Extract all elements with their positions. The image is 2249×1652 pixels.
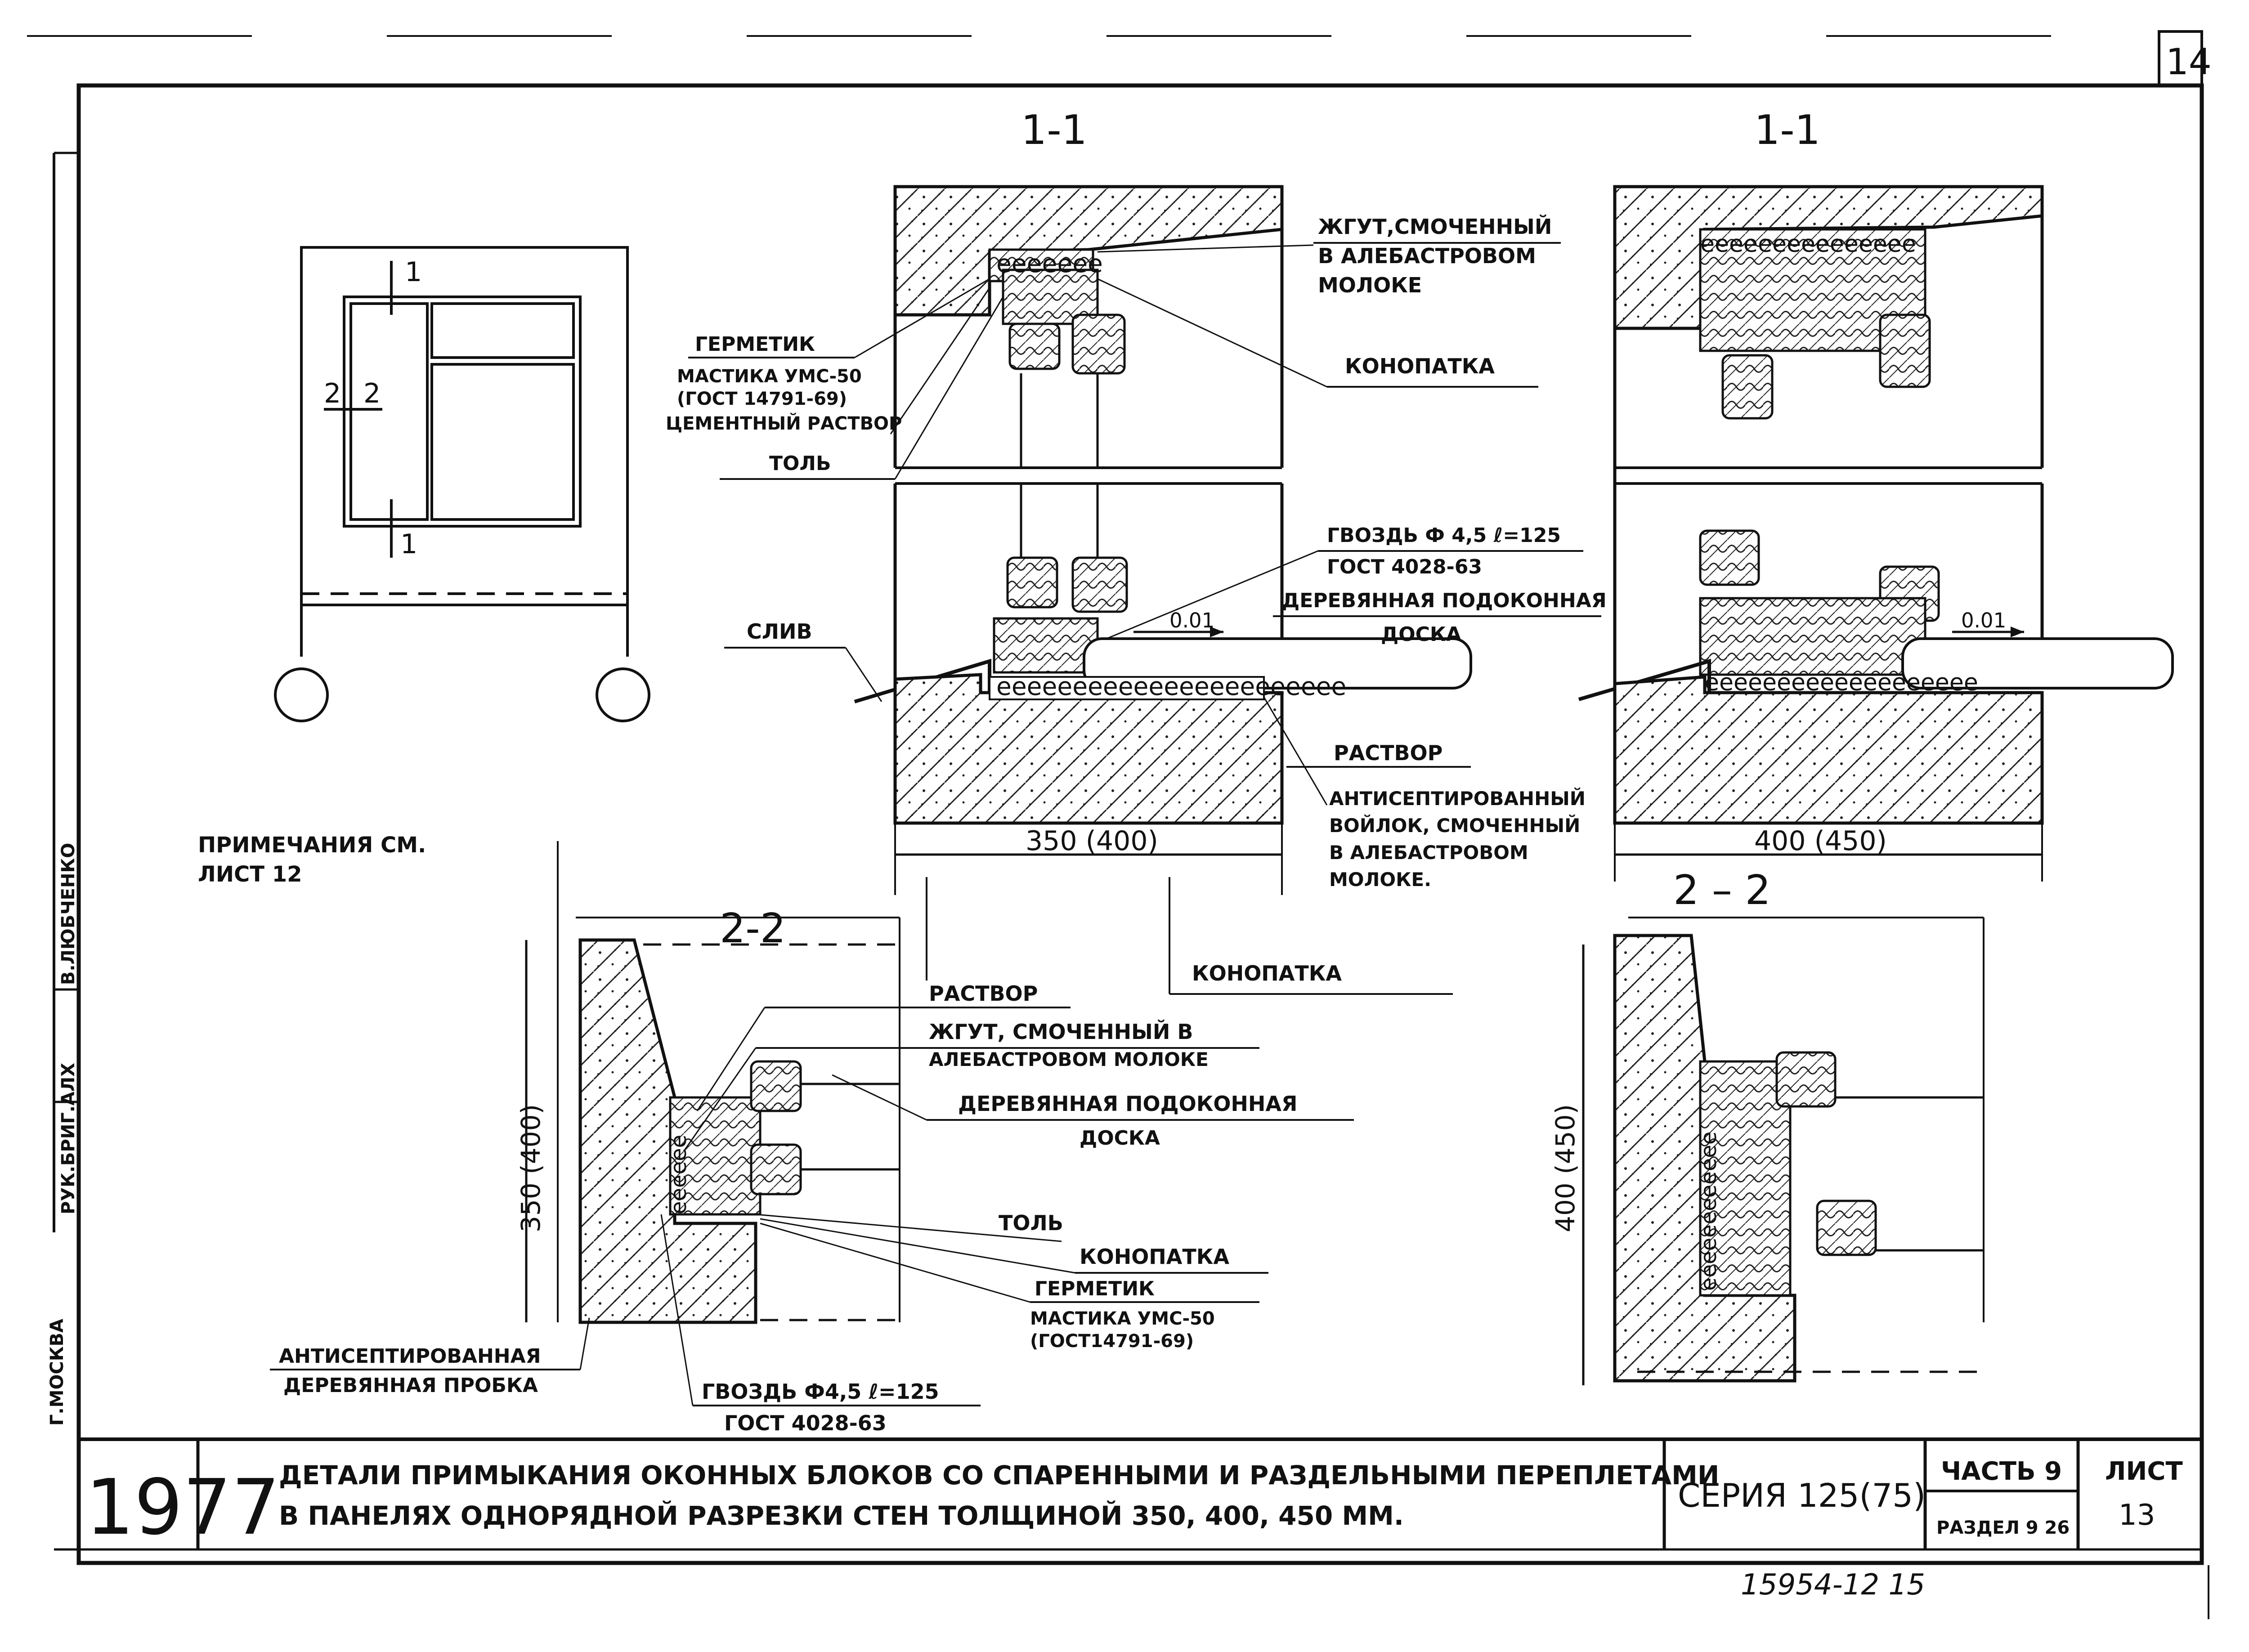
lbl-voilok-4: МОЛОКЕ. — [1329, 869, 1431, 891]
cut-1-top: 1 — [405, 256, 422, 288]
lbl-2-gost-gvozd: ГОСТ 4028-63 — [724, 1411, 887, 1435]
section-2-left: 2-2 350 (400) eeeeee КОНОПАТКА РАСТВОР Ж… — [270, 841, 1453, 1435]
lbl-zhgut: ЖГУТ,СМОЧЕННЫЙ — [1318, 215, 1552, 239]
top-felt-pattern: eeeeeee — [996, 249, 1103, 278]
right-sill-felt: eeeeeeeeeeeeeeeeeee — [1705, 669, 1978, 696]
lbl-2-probka-2: ДЕРЕВЯННАЯ ПРОБКА — [283, 1374, 538, 1397]
side-strip: РУК.БРИГ.АЛХ В.ЛЮБЧЕНКО Г.МОСКВА — [47, 152, 79, 1426]
title-line-1: ДЕТАЛИ ПРИМЫКАНИЯ ОКОННЫХ БЛОКОВ СО СПАР… — [279, 1460, 1719, 1491]
dim-2-2-right: 400 (450) — [1550, 1104, 1581, 1232]
lbl-2-zhgut: ЖГУТ, СМОЧЕННЫЙ В — [929, 1020, 1193, 1044]
lbl-voilok-2: ВОЙЛОК, СМОЧЕННЫЙ — [1329, 814, 1580, 837]
title-line-2: В ПАНЕЛЯХ ОДНОРЯДНОЙ РАЗРЕЗКИ СТЕН ТОЛЩИ… — [279, 1500, 1404, 1531]
dim-2-2-left: 350 (400) — [515, 1104, 546, 1232]
lbl-gost-gvozd: ГОСТ 4028-63 — [1327, 555, 1482, 578]
slope-right: 0.01 — [1961, 609, 2006, 632]
bottom-frame — [993, 617, 1099, 674]
lbl-zhgut-3: МОЛОКЕ — [1318, 273, 1422, 297]
strip-name: В.ЛЮБЧЕНКО — [58, 843, 79, 985]
cut-1-bottom: 1 — [400, 528, 417, 560]
lbl-gvozd: ГВОЗДЬ Ф 4,5 ℓ=125 — [1327, 524, 1561, 547]
lbl-zhgut-2: В АЛЕБАСТРОВОМ — [1318, 244, 1536, 268]
top-sash-1 — [1008, 322, 1061, 370]
lbl-doska: ДЕРЕВЯННАЯ ПОДОКОННАЯ — [1282, 589, 1607, 612]
section-2-right-title: 2 – 2 — [1673, 867, 1771, 914]
lbl-2-gvozd: ГВОЗДЬ Ф4,5 ℓ=125 — [702, 1379, 939, 1404]
cut-2-right: 2 — [363, 378, 381, 409]
sheet-corner-number: 14 — [2166, 41, 2212, 83]
series: СЕРИЯ 125(75) — [1678, 1477, 1926, 1514]
section-1-right-title: 1-1 — [1754, 107, 1820, 154]
slope-left: 0.01 — [1169, 609, 1214, 632]
lbl-voilok: АНТИСЕПТИРОВАННЫЙ — [1329, 787, 1586, 810]
sheet-number: 13 — [2119, 1499, 2155, 1532]
section-1-left-title: 1-1 — [1021, 107, 1087, 154]
cut-2-left: 2 — [324, 378, 341, 409]
razdel: РАЗДЕЛ 9 26 — [1936, 1518, 2070, 1538]
lbl-2-doska-2: ДОСКА — [1080, 1127, 1160, 1150]
right-top-felt: eeeeeeeeeeeeeee — [1700, 231, 1916, 258]
bottom-sash-2 — [1071, 556, 1128, 613]
sill-felt-pattern: eeeeeeeeeeeeeeeeeeeeeee — [996, 672, 1346, 701]
notes-line-2: ЛИСТ 12 — [198, 862, 302, 887]
key-plan — [274, 246, 650, 722]
lbl-2-tol: ТОЛЬ — [999, 1211, 1063, 1235]
lbl-cement: ЦЕМЕНТНЫЙ РАСТВОР — [666, 412, 902, 434]
section-1-right: 1-1 eeeeeeeeeeeeeee eeeeeeeeeeeeeeeeeee … — [1578, 107, 2174, 882]
section-2-right: 2 – 2 400 (450) eeeeeeeeeeee — [1550, 867, 1985, 1385]
lbl-gost-mastika: (ГОСТ 14791-69) — [677, 389, 847, 409]
stamp-number: 15954-12 15 — [1741, 1568, 1925, 1602]
strip-author: РУК.БРИГ.АЛХ — [58, 1063, 79, 1214]
lbl-2-konopatka-top: КОНОПАТКА — [1192, 961, 1342, 985]
lbl-doska-2: ДОСКА — [1381, 623, 1461, 646]
window-sill-board — [1083, 637, 1472, 689]
lbl-2-zhgut-2: АЛЕБАСТРОВОМ МОЛОКЕ — [929, 1048, 1209, 1070]
lbl-germetik: ГЕРМЕТИК — [695, 333, 815, 356]
lbl-voilok-3: В АЛЕБАСТРОВОМ — [1329, 842, 1528, 864]
sheet-frame — [27, 30, 2209, 1619]
lbl-2-konopatka: КОНОПАТКА — [1080, 1245, 1229, 1269]
2-2-left-felt: eeeeee — [666, 1135, 691, 1214]
strip-city: Г.МОСКВА — [47, 1319, 67, 1426]
part: ЧАСТЬ 9 — [1941, 1457, 2062, 1486]
lbl-konopatka: КОНОПАТКА — [1345, 354, 1495, 378]
lbl-rastvor: РАСТВОР — [1334, 741, 1443, 765]
lbl-2-mastika: МАСТИКА УМС-50 — [1030, 1308, 1215, 1329]
year: 1977 — [85, 1463, 280, 1552]
top-sash-2 — [1071, 313, 1126, 375]
section-1-left: 1-1 eeeeeeeeeeeeeeeeeeeeeee eeeeeee 0.01 — [666, 107, 1607, 895]
lbl-2-rastvor: РАСТВОР — [929, 981, 1038, 1006]
lbl-mastika: МАСТИКА УМС-50 — [677, 366, 862, 387]
sheet-label: ЛИСТ — [2105, 1457, 2183, 1486]
lbl-sliv: СЛИВ — [747, 619, 812, 644]
dim-350-400: 350 (400) — [1026, 825, 1158, 857]
lbl-2-doska: ДЕРЕВЯННАЯ ПОДОКОННАЯ — [958, 1092, 1297, 1116]
lbl-tol: ТОЛЬ — [769, 452, 831, 475]
lbl-2-germetik: ГЕРМЕТИК — [1035, 1277, 1155, 1300]
lbl-2-gost-mastika: (ГОСТ14791-69) — [1030, 1331, 1194, 1352]
title-block: 1977 ДЕТАЛИ ПРИМЫКАНИЯ ОКОННЫХ БЛОКОВ СО… — [85, 1457, 2183, 1602]
2-2-right-felt: eeeeeeeeeeee — [1696, 1132, 1721, 1291]
lbl-2-probka: АНТИСЕПТИРОВАННАЯ — [279, 1345, 541, 1368]
dim-400-450: 400 (450) — [1754, 825, 1887, 857]
notes-line-1: ПРИМЕЧАНИЯ СМ. — [198, 833, 426, 858]
bottom-sash-1 — [1006, 556, 1058, 609]
